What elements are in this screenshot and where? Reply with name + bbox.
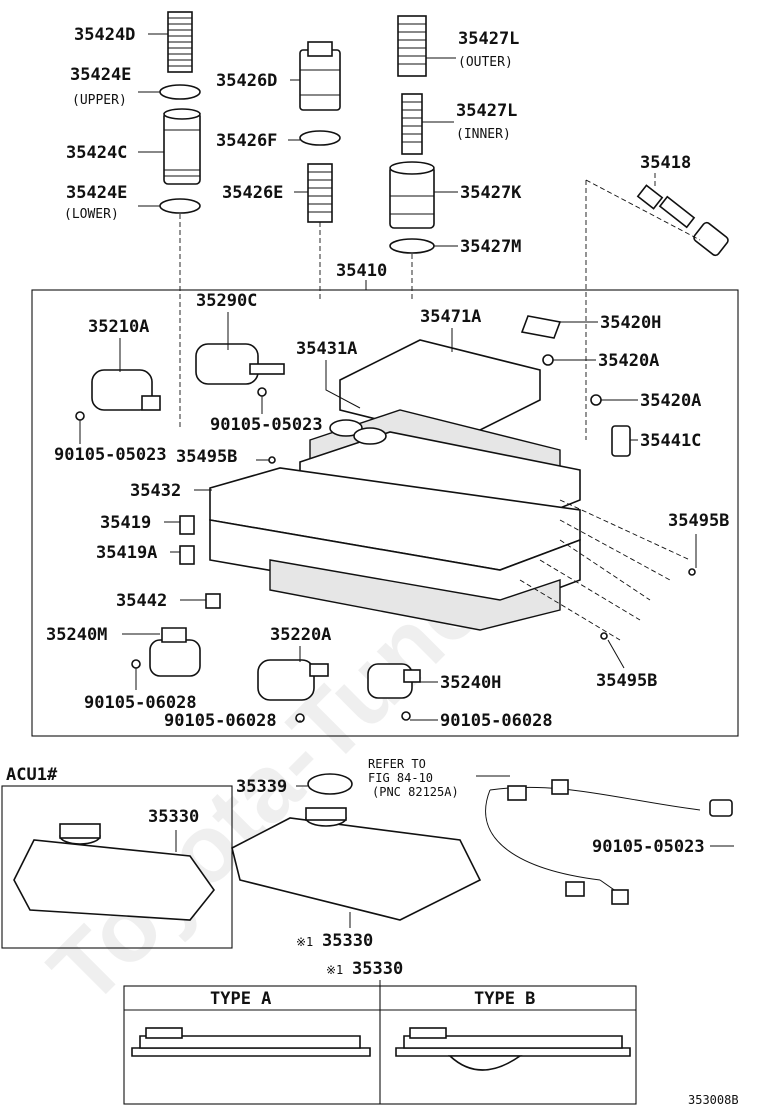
solenoid-35240m [131,627,201,677]
label-35240h: 35240H [440,673,501,693]
label-35420a-1: 35420A [598,351,659,371]
refer-line2: FIG 84-10 [368,771,433,785]
label-35420a-2: 35420A [640,391,701,411]
label-35427l-inner: 35427L [456,101,517,121]
acu1-variant-box [1,785,233,949]
type-b-profile [395,1027,631,1071]
label-35339: 35339 [236,777,287,797]
label-35426d: 35426D [216,71,277,91]
label-35220a: 35220A [270,625,331,645]
label-90105-05023-b: 90105-05023 [54,445,167,465]
oring-35427m [389,238,435,254]
solenoid-35240h [367,663,421,721]
note-35427l-outer: (OUTER) [458,55,513,70]
label-35240m: 35240M [46,625,107,645]
note-35427l-inner: (INNER) [456,127,511,142]
solenoid-35210a [75,369,161,421]
label-90105-05023-c: 90105-05023 [592,837,705,857]
solenoid-35220a [257,659,329,723]
check-35419 [179,515,195,535]
oring-35339 [307,773,353,795]
sensor-35442 [205,593,221,609]
label-35424e-lower: 35424E [66,183,127,203]
label-35210a: 35210A [88,317,149,337]
label-35420h: 35420H [600,313,661,333]
type-b-header: TYPE B [474,989,535,1009]
label-acu1: ACU1# [6,765,58,785]
oring-35424e-lower [159,198,201,214]
label-35330-type: 35330 [352,959,403,979]
spring-35424d [167,11,193,73]
oring-35424e-upper [159,84,201,100]
label-35471a: 35471A [420,307,481,327]
label-35330-acu1: 35330 [148,807,199,827]
label-35330-main: 35330 [322,931,373,951]
oil-strainer-35330-acu1 [13,823,216,921]
spring-35419a [179,545,195,565]
label-35410: 35410 [336,261,387,281]
solenoid-35290c [195,343,285,397]
plug-35426d [299,41,341,111]
oring-35426f [299,130,341,146]
ball-35495b-2 [688,568,696,576]
label-35290c: 35290C [196,291,257,311]
refer-line1: REFER TO [368,757,426,771]
label-90105-06028-c: 90105-06028 [440,711,553,731]
label-35426f: 35426F [216,131,277,151]
ball-35495b-1 [268,456,276,464]
oil-strainer-35330 [231,807,482,921]
label-35418: 35418 [640,153,691,173]
ball-35495b-3 [600,632,608,640]
label-35442: 35442 [116,591,167,611]
label-90105-06028-a: 90105-06028 [84,693,197,713]
label-35424c: 35424C [66,143,127,163]
label-90105-05023-a: 90105-05023 [210,415,323,435]
spring-35426e [307,163,333,223]
sleeve-35424c [163,108,201,185]
label-35426e: 35426E [222,183,283,203]
note-marker-1: ※1 [296,935,313,949]
assembly-35410-box [31,289,739,737]
spring-35427l-inner [401,93,423,155]
spring-35427l-outer [397,15,427,77]
note-35424e-upper: (UPPER) [72,93,127,108]
label-35424d: 35424D [74,25,135,45]
label-35419a: 35419A [96,543,157,563]
plate-35420h [520,315,562,339]
manual-valve-35418 [636,184,729,257]
label-35427l-outer: 35427L [458,29,519,49]
figure-id: 353008B [688,1093,739,1107]
sleeve-35427k [389,161,435,229]
lower-valve-body [209,519,581,631]
ball-35420a-1 [542,354,554,366]
filter-35441c [611,425,631,457]
type-a-profile [131,1027,371,1057]
label-35427m: 35427M [460,237,521,257]
label-90105-06028-b: 90105-06028 [164,711,277,731]
label-35495b-3: 35495B [596,671,657,691]
ball-35420a-2 [590,394,602,406]
label-35495b-1: 35495B [176,447,237,467]
label-35441c: 35441C [640,431,701,451]
note-35424e-lower: (LOWER) [64,207,119,222]
label-35427k: 35427K [460,183,522,203]
label-35431a: 35431A [296,339,357,359]
label-35495b-2: 35495B [668,511,729,531]
type-a-header: TYPE A [210,989,271,1009]
wire-harness [485,779,733,905]
label-35419: 35419 [100,513,151,533]
refer-line3: (PNC 82125A) [372,785,459,799]
label-35432: 35432 [130,481,181,501]
note-marker-2: ※1 [326,963,343,977]
label-35424e-upper: 35424E [70,65,131,85]
